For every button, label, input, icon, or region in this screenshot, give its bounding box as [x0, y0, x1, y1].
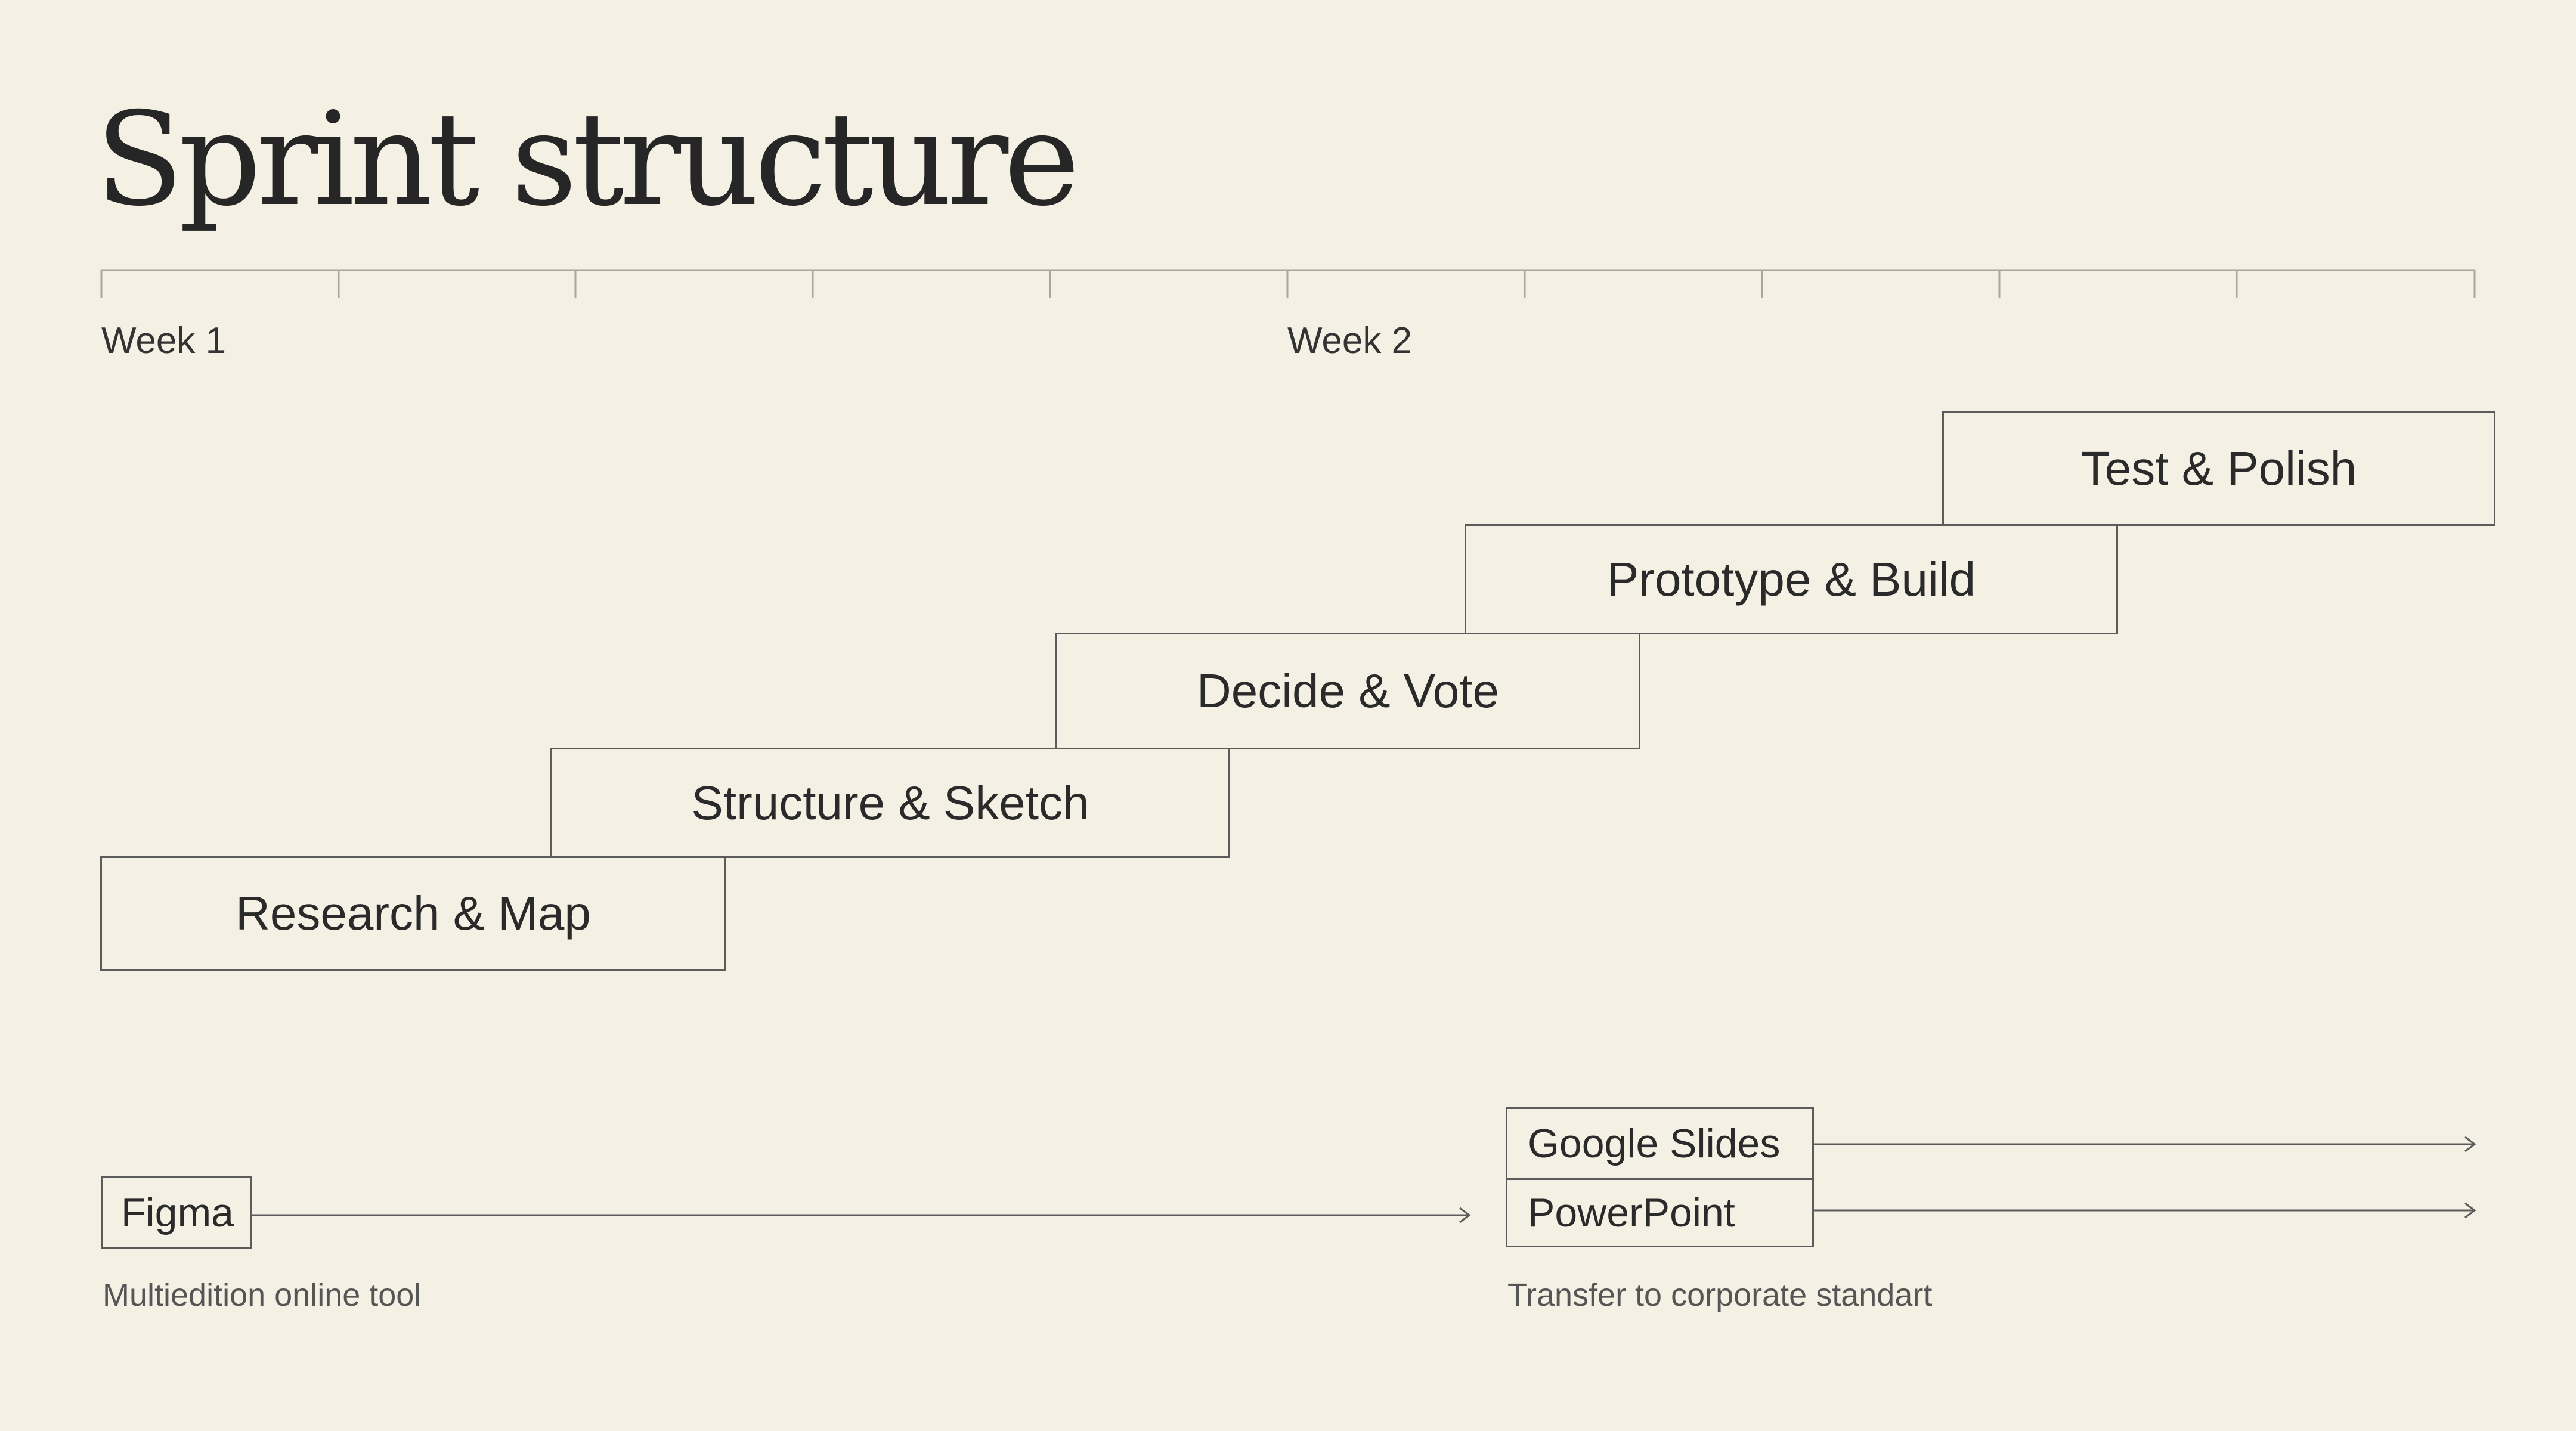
timeline-ruler	[100, 269, 2476, 298]
powerpoint-arrowhead	[2464, 1202, 2476, 1219]
week-2-label: Week 2	[1287, 320, 1413, 361]
transfer-caption: Transfer to corporate standart	[1507, 1277, 1933, 1313]
google-slides-arrowhead	[2464, 1136, 2476, 1153]
phase-decide-vote: Decide & Vote	[1055, 633, 1640, 749]
page-title: Sprint structure	[95, 85, 1080, 234]
figma-tool-box: Figma	[101, 1176, 252, 1249]
figma-arrowhead	[1459, 1207, 1471, 1224]
week-1-label: Week 1	[101, 320, 227, 361]
google-slides-tool-box: Google Slides	[1506, 1107, 1814, 1180]
phase-prototype-build: Prototype & Build	[1465, 524, 2118, 634]
phase-test-polish: Test & Polish	[1942, 411, 2496, 526]
phase-structure-sketch: Structure & Sketch	[550, 748, 1230, 858]
figma-caption: Multiedition online tool	[103, 1277, 422, 1313]
phase-research-map: Research & Map	[100, 856, 726, 971]
powerpoint-tool-box: PowerPoint	[1506, 1178, 1814, 1247]
